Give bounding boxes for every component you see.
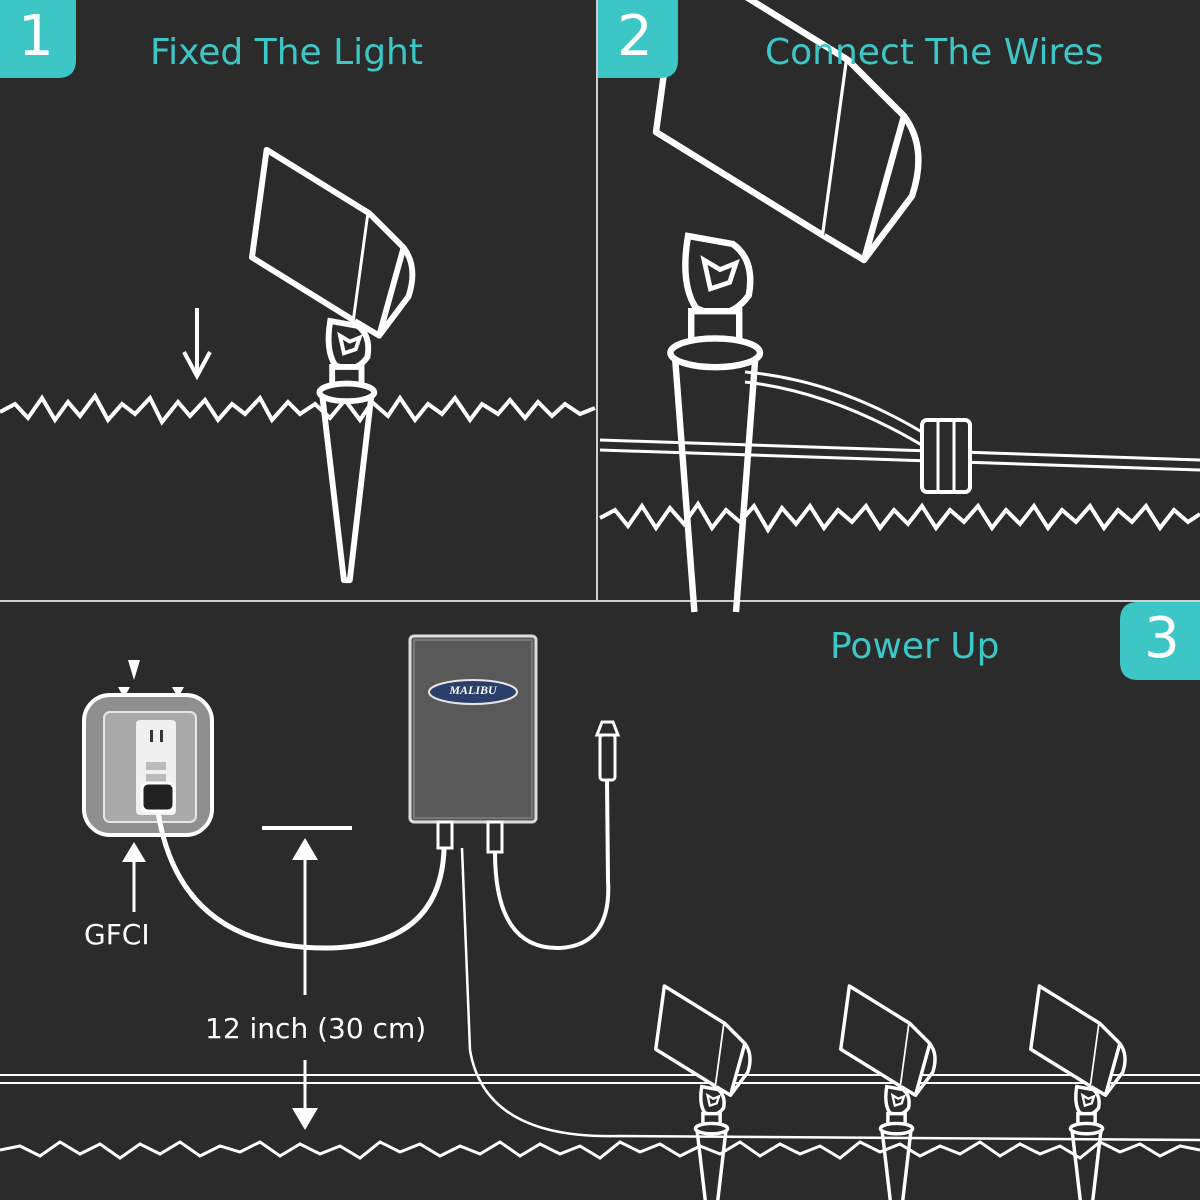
step-3-badge bbox=[1120, 602, 1200, 680]
transformer-logo: MALIBU bbox=[449, 683, 497, 697]
step-3-number: 3 bbox=[1144, 606, 1180, 671]
step-2-title: Connect The Wires bbox=[765, 32, 1104, 73]
step-1-title: Fixed The Light bbox=[150, 32, 423, 73]
gfci-label: GFCI bbox=[84, 918, 150, 951]
step-1-number: 1 bbox=[18, 4, 54, 69]
step-1-badge bbox=[0, 0, 76, 78]
step-2-badge bbox=[598, 0, 678, 78]
step-2-number: 2 bbox=[617, 4, 653, 69]
step-3-title: Power Up bbox=[830, 626, 1000, 667]
distance-label: 12 inch (30 cm) bbox=[205, 1012, 427, 1045]
